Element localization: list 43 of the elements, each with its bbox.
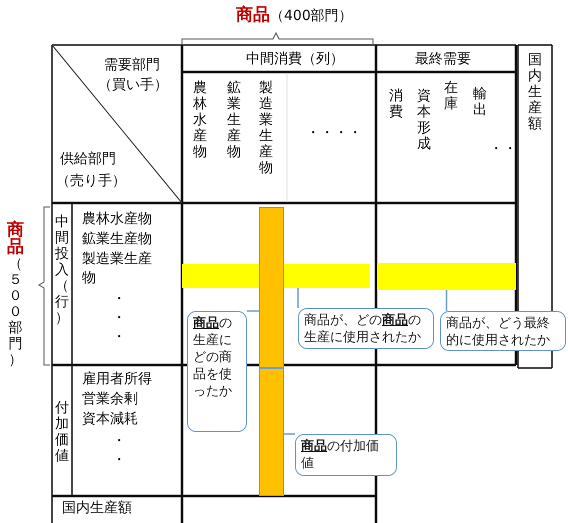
header-text: （売り手） bbox=[56, 172, 126, 191]
header-text: 需要部門 bbox=[104, 56, 160, 75]
row-header: 農林水産物 bbox=[82, 210, 152, 229]
leader-line bbox=[247, 310, 259, 312]
ellipsis: ・・・・ bbox=[306, 124, 362, 143]
ellipsis: ・ bbox=[112, 328, 126, 347]
highlight-bar bbox=[377, 263, 516, 290]
callout: 商品が、どの商品の生産に使用されたか bbox=[298, 308, 434, 349]
heading: 商品（400部門） bbox=[236, 6, 353, 26]
header-text: 供給部門 bbox=[60, 150, 116, 169]
callout: 商品が、どう最終的に使用されたか bbox=[440, 311, 566, 351]
column-header: 中間消費（列） bbox=[246, 50, 344, 69]
column-header: 鉱業生産物 bbox=[226, 80, 242, 160]
side-label: 商品（５００部門） bbox=[6, 222, 25, 368]
ellipsis: ・ bbox=[112, 290, 126, 309]
row-header: 資本減耗 bbox=[82, 410, 138, 429]
ellipsis: ・・ bbox=[489, 140, 517, 159]
highlight-bar bbox=[259, 207, 284, 368]
callout: 商品の付加価値 bbox=[295, 434, 397, 476]
column-header: 農林水産物 bbox=[192, 80, 208, 160]
row-header: 鉱業生産物 bbox=[82, 230, 152, 249]
row-header: 製造業生産物 bbox=[82, 250, 153, 288]
leader-line bbox=[297, 288, 299, 308]
column-header: 製造業生産物 bbox=[258, 80, 274, 176]
column-header: 消費 bbox=[388, 88, 404, 120]
highlight-bar bbox=[259, 368, 284, 496]
leader-line bbox=[446, 290, 448, 311]
ellipsis: ・ bbox=[112, 309, 126, 328]
column-header: 輸出 bbox=[472, 86, 488, 118]
row-header: 国内生産額 bbox=[62, 499, 132, 518]
callout: 商品の生産にどの商品を使ったか bbox=[187, 311, 247, 432]
column-header: 国内生産額 bbox=[527, 52, 543, 132]
column-header: 最終需要 bbox=[415, 50, 471, 69]
ellipsis: ・ bbox=[112, 432, 126, 451]
row-group-header: 中間投入（行） bbox=[54, 214, 70, 326]
ellipsis: ・ bbox=[112, 451, 126, 470]
row-group-header: 付加価値 bbox=[54, 400, 70, 464]
row-header: 雇用者所得 bbox=[82, 370, 152, 389]
column-header: 在庫 bbox=[443, 80, 459, 112]
column-header: 資本形成 bbox=[416, 88, 432, 152]
row-header: 営業余剰 bbox=[82, 390, 138, 409]
header-text: （買い手） bbox=[98, 76, 168, 95]
leader-line bbox=[284, 433, 295, 435]
